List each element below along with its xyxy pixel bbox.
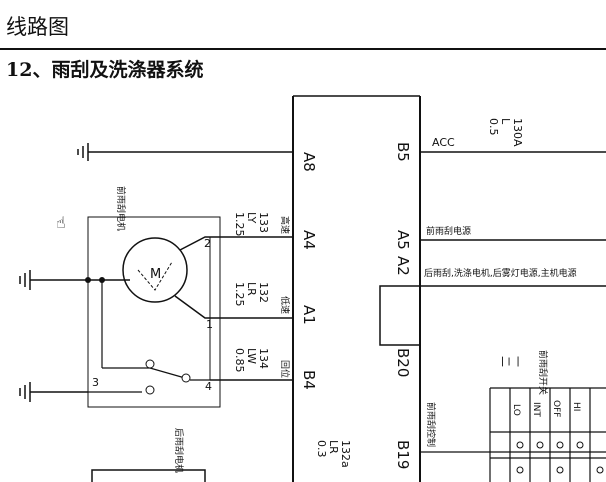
speed-high: 高速 [279,216,291,234]
ground-icon-bottom [19,382,31,402]
acc-label: ACC [432,136,455,149]
wire-133-color: LY [245,212,258,224]
wire-acc-size: 0.5 [487,118,500,136]
ground-icon-middle [19,270,31,290]
speed-return: 回位 [279,360,291,378]
front-wiper-power-label: 前雨刮电源 [426,225,471,237]
pin-a2: A2 [394,256,412,276]
pin-a4: A4 [300,230,318,250]
pin-b20: B20 [394,348,412,377]
pin-b19: B19 [394,440,412,469]
wire-133-size: 1.25 [233,212,246,237]
rear-power-label: 后雨刮,洗涤电机,后雾灯电源,主机电源 [424,267,577,279]
switch-col-low: LO [511,404,521,416]
wire-132-number: 132 [257,282,270,303]
front-motor-label: 前雨刮电机 [115,186,127,231]
speed-low: 低速 [279,296,291,314]
motor-icon [122,237,188,303]
wire-132-size: 1.25 [233,282,246,307]
wire-132-color: LR [245,282,258,296]
ground-icon-top [77,143,89,161]
svg-text:3: 3 [92,376,99,389]
pin-b5: B5 [394,142,412,162]
pin-b4: B4 [300,370,318,390]
svg-text:4: 4 [205,380,212,393]
switch-col-off: OFF [551,400,561,417]
wire-134-number: 134 [257,348,270,369]
wire-acc-number: 130A [511,118,524,147]
section-title: 12、雨刮及洗涤器系统 [6,59,204,81]
wire-132a-color: LR [327,440,340,454]
pin-a8: A8 [300,152,318,172]
hand-cursor-icon: ☝ [56,213,66,232]
switch-col-hi: HI [571,402,581,411]
page-header-title: 线路图 [6,15,69,39]
wire-134-color: LW [245,348,258,364]
front-wiper-control-label: 前雨刮控制 [425,402,437,447]
pin-a1: A1 [300,305,318,325]
wire-132a-number: 132a [339,440,352,468]
svg-text:2: 2 [204,237,211,250]
wire-133-number: 133 [257,212,270,233]
wire-134-size: 0.85 [233,348,246,373]
header-divider [0,48,606,50]
svg-text:二: 二 [499,356,512,367]
svg-text:一: 一 [511,356,524,367]
switch-table [420,387,606,482]
switch-label: 前雨刮开关 [537,350,549,395]
motor-symbol: M [150,267,161,282]
wire-132a-size: 0.3 [315,440,328,458]
switch-col-int: INT [531,402,541,417]
pin-a5: A5 [394,230,412,250]
rear-motor-label: 后雨刮电机 [173,428,185,473]
wire-acc-color: L [499,118,512,125]
